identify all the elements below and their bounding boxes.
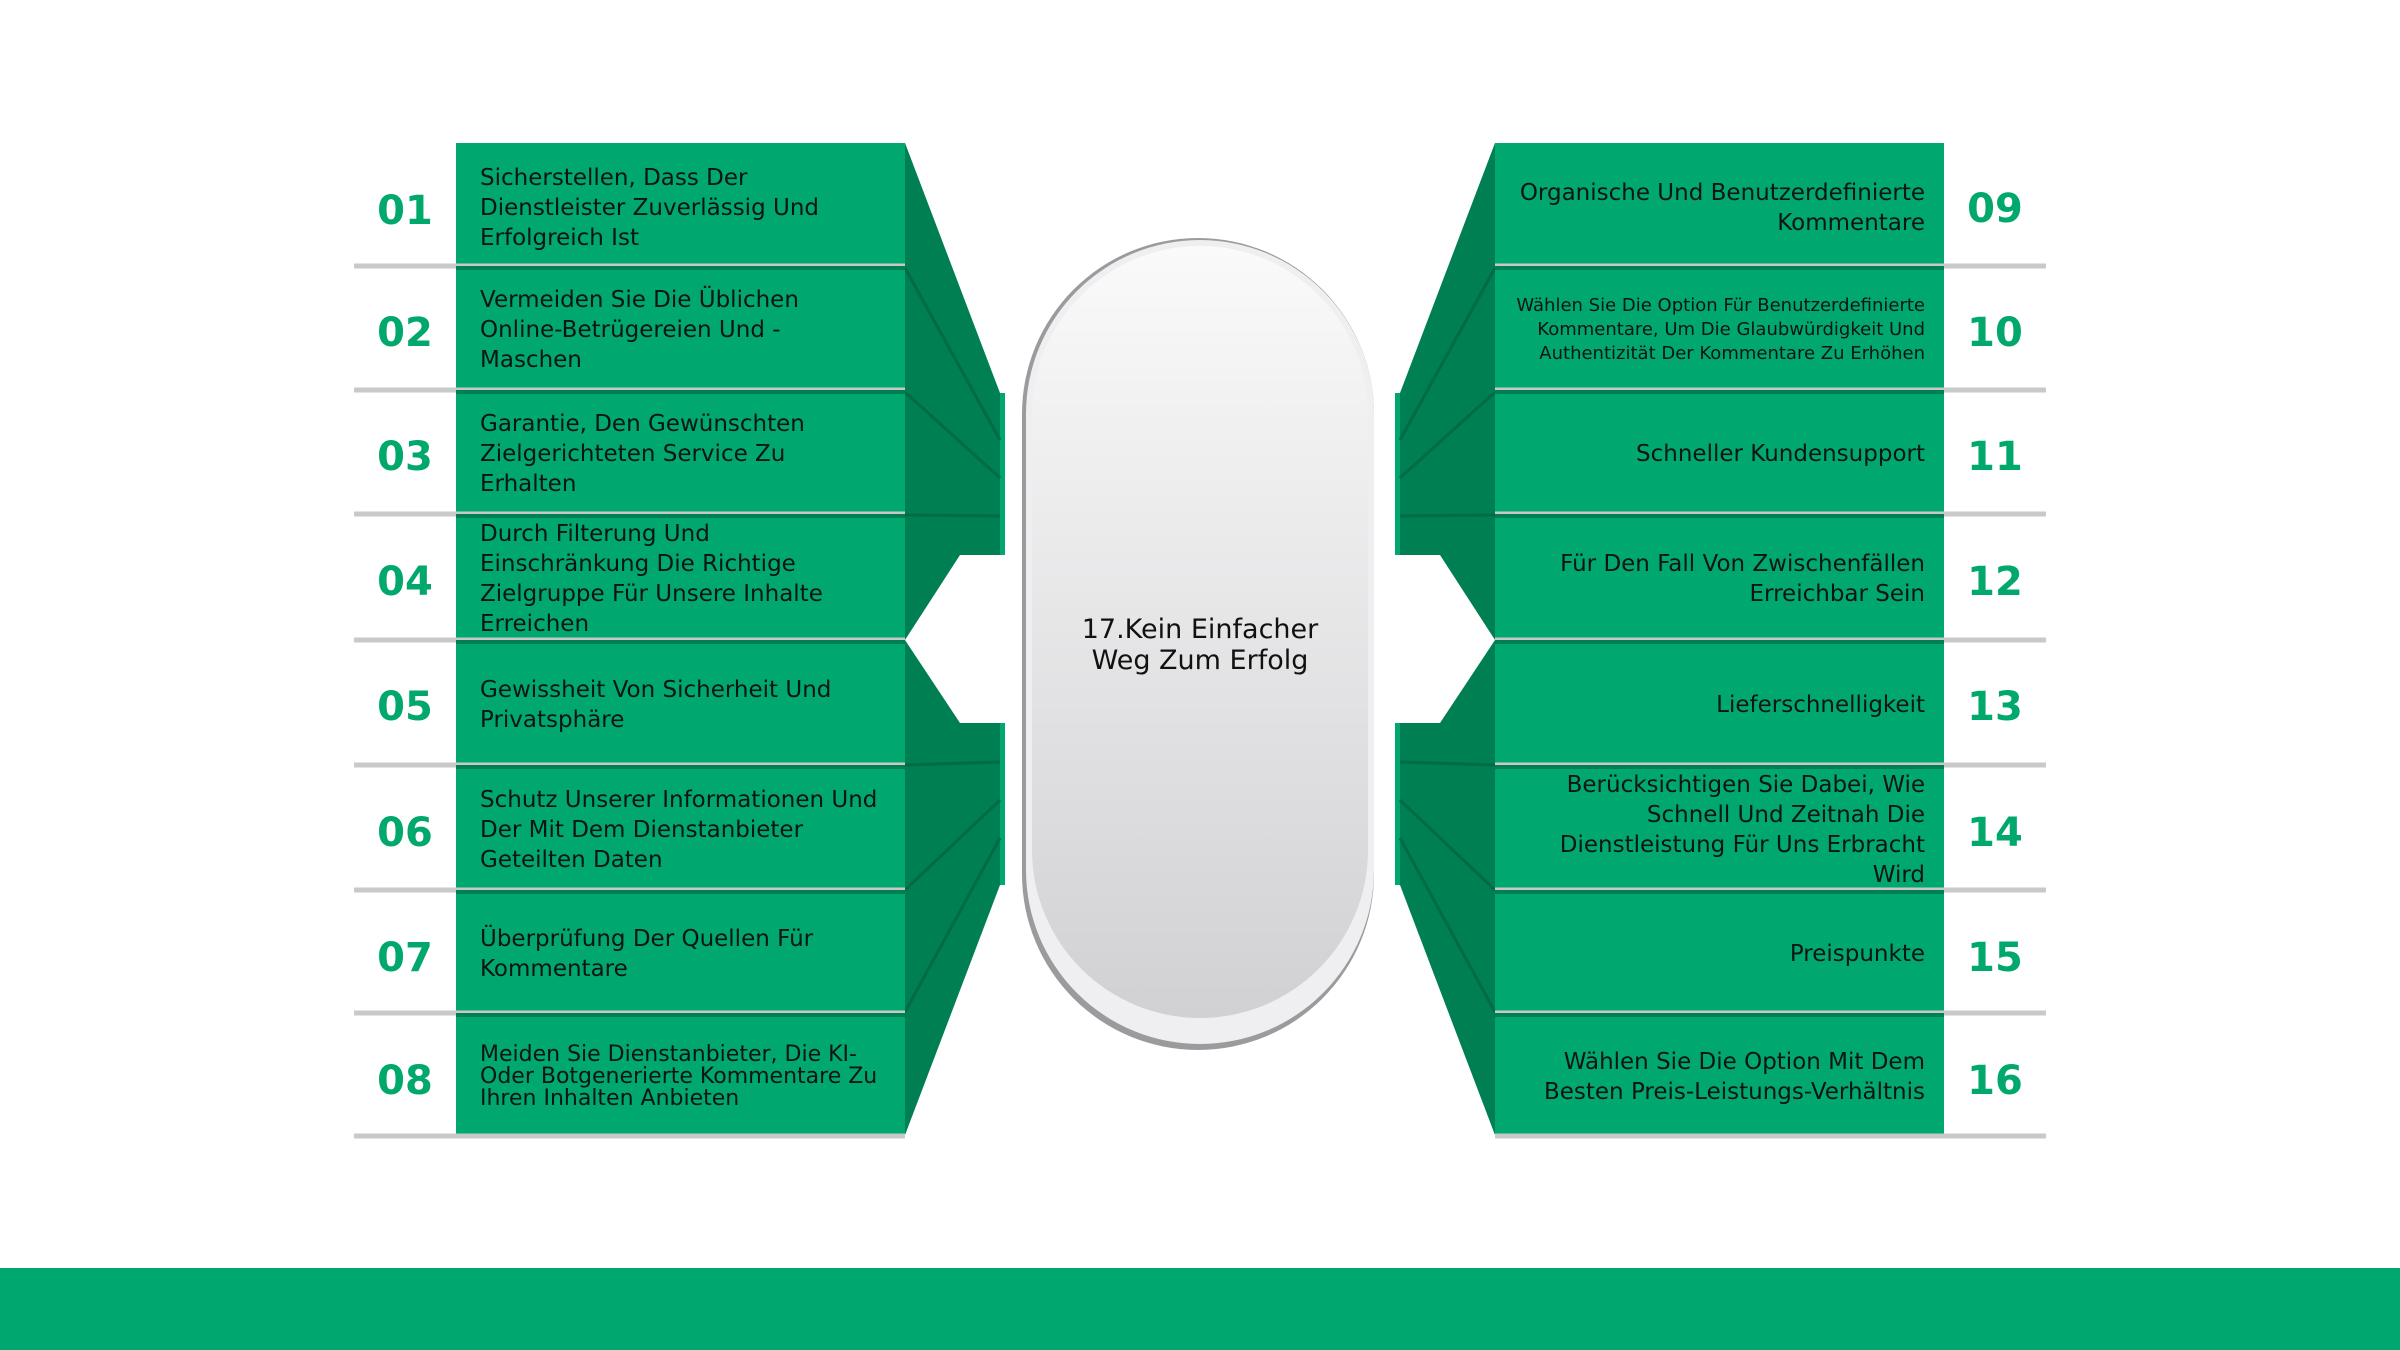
right-notch xyxy=(1395,555,1495,723)
right-item-text-10: Wählen Sie Die Option Für Benutzerdefini… xyxy=(1516,295,1925,364)
right-item-text-11: Schneller Kundensupport xyxy=(1636,441,1925,467)
capsule-body xyxy=(1032,246,1368,1018)
left-number-06: 06 xyxy=(377,810,433,856)
right-number-13: 13 xyxy=(1967,684,2023,730)
right-item-text-16: Wählen Sie Die Option Mit Dem Besten Pre… xyxy=(1543,1048,1925,1105)
right-item-text-15: Preispunkte xyxy=(1789,940,1925,967)
left-number-08: 08 xyxy=(377,1058,433,1104)
right-number-10: 10 xyxy=(1967,310,2023,356)
center-title: 17.Kein Einfacher Weg Zum Erfolg xyxy=(1081,614,1319,676)
right-number-12: 12 xyxy=(1967,559,2023,605)
right-item-text-13: Lieferschnelligkeit xyxy=(1716,691,1925,718)
left-fan-lines xyxy=(903,267,1002,1013)
panel-row-separators xyxy=(456,266,1944,1017)
left-item-text-03: Garantie, Den Gewünschten Zielgerichtete… xyxy=(480,411,805,497)
right-number-15: 15 xyxy=(1967,935,2023,981)
right-fan-lines xyxy=(1398,267,1497,1013)
left-number-02: 02 xyxy=(377,310,433,356)
left-item-text-06: Schutz Unserer Informationen Und Der Mit… xyxy=(480,786,878,873)
left-number-04: 04 xyxy=(377,559,433,605)
left-number-05: 05 xyxy=(377,684,433,730)
bottom-band xyxy=(0,1268,2400,1350)
right-number-16: 16 xyxy=(1967,1058,2023,1104)
right-item-text-12: Für Den Fall Von Zwischenfällen Erreichb… xyxy=(1560,551,1925,607)
left-item-text-07: Überprüfung Der Quellen Für Kommentare xyxy=(480,925,814,982)
left-item-text-02: Vermeiden Sie Die Üblichen Online-Betrüg… xyxy=(480,287,799,373)
center-capsule xyxy=(1022,238,1374,1050)
left-item-text-08: Meiden Sie Dienstanbieter, Die KI- Oder … xyxy=(480,1041,878,1111)
left-item-text-05: Gewissheit Von Sicherheit Und Privatsphä… xyxy=(480,676,832,733)
left-item-text-01: Sicherstellen, Dass Der Dienstleister Zu… xyxy=(480,165,819,251)
left-number-07: 07 xyxy=(377,935,433,981)
left-number-03: 03 xyxy=(377,434,433,480)
right-item-text-14: Berücksichtigen Sie Dabei, Wie Schnell U… xyxy=(1559,771,1925,888)
right-number-14: 14 xyxy=(1967,810,2023,856)
left-item-text-04: Durch Filterung Und Einschränkung Die Ri… xyxy=(480,521,823,637)
left-notch xyxy=(905,555,1005,723)
left-fan-shadow xyxy=(905,143,1000,1135)
right-item-text-09: Organische Und Benutzerdefinierte Kommen… xyxy=(1519,180,1925,236)
right-number-09: 09 xyxy=(1967,186,2023,232)
right-fan-shadow xyxy=(1400,143,1495,1135)
left-number-01: 01 xyxy=(377,188,433,234)
right-number-11: 11 xyxy=(1967,434,2023,480)
